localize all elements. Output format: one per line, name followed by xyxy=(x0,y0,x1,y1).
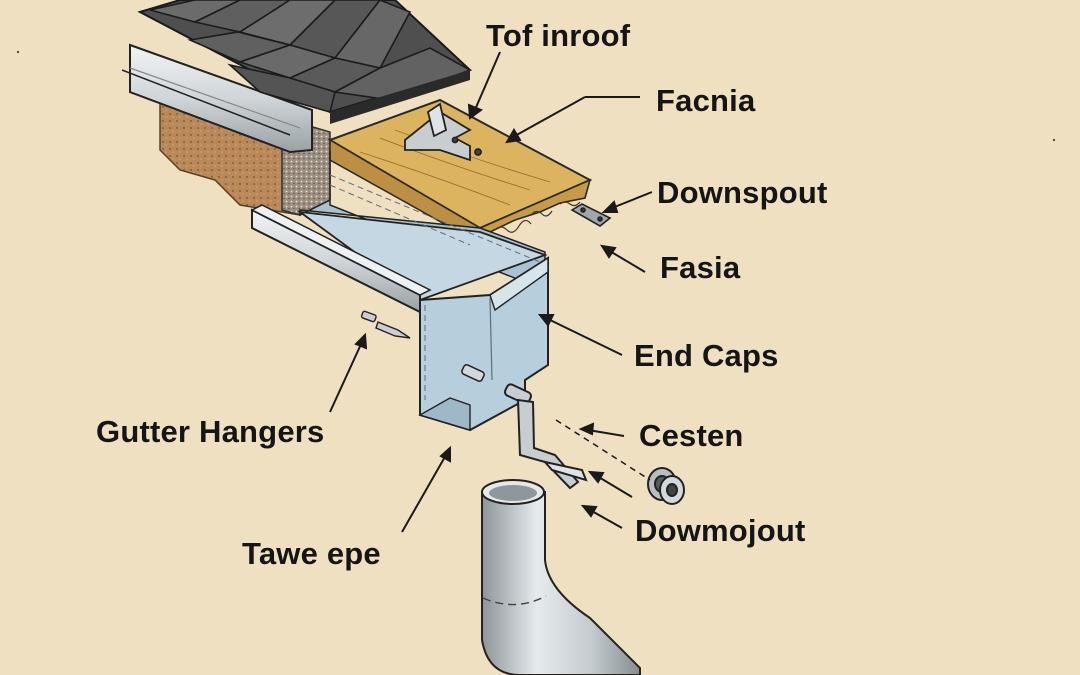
outlet-grommet xyxy=(647,467,685,505)
hook-hanger xyxy=(503,383,588,490)
label-gutter-hangers: Gutter Hangers xyxy=(96,414,325,449)
label-dowmojout: Dowmojout xyxy=(635,513,806,548)
label-facnia: Facnia xyxy=(656,83,756,118)
clip-part xyxy=(570,203,612,227)
leader-lines xyxy=(329,51,653,533)
label-fasia: Fasia xyxy=(660,250,741,285)
label-end-caps: End Caps xyxy=(634,338,779,373)
gutter-body xyxy=(250,150,549,432)
hanger-bracket xyxy=(404,102,482,162)
nail-part xyxy=(360,310,411,339)
label-tof-inroof: Tof inroof xyxy=(486,18,631,53)
label-cesten: Cesten xyxy=(639,418,744,453)
label-downspout: Downspout xyxy=(657,175,828,210)
roof-section xyxy=(121,0,472,216)
fascia-board xyxy=(327,98,593,247)
downspout-pipe xyxy=(481,479,641,675)
label-tawe-epe: Tawe epe xyxy=(242,536,381,571)
